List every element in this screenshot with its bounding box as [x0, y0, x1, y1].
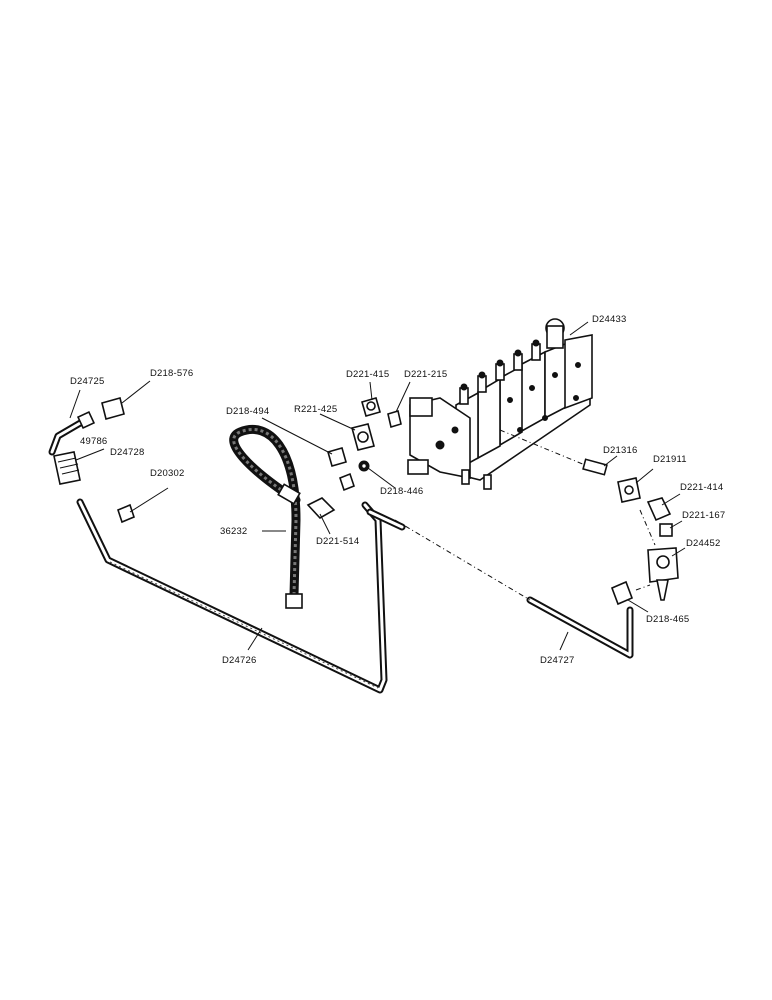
label-d221-415: D221-415	[346, 369, 389, 380]
fitting-d218-576	[101, 397, 125, 420]
label-d221-215: D221-215	[404, 369, 447, 380]
label-d24433: D24433	[592, 314, 626, 325]
label-d218-465: D218-465	[646, 614, 689, 625]
label-d221-414: D221-414	[680, 482, 723, 493]
control-valve-assembly	[407, 318, 593, 490]
label-d218-576: D218-576	[150, 368, 193, 379]
fitting-r221-425	[351, 423, 375, 451]
pipe-d24727	[366, 508, 634, 659]
part-labels: D24433 D221-415 D221-215 D24725 D218-576…	[70, 314, 725, 666]
label-d24728: D24728	[110, 447, 144, 458]
fitting-d221-167	[659, 523, 673, 537]
label-r221-425: R221-425	[294, 404, 337, 415]
label-d24452: D24452	[686, 538, 720, 549]
fitting-d24452	[647, 547, 679, 601]
label-d218-494: D218-494	[226, 406, 269, 417]
label-36232: 36232	[220, 526, 247, 537]
fitting-d218-446	[358, 460, 370, 472]
label-49786: 49786	[80, 436, 107, 447]
label-d21316: D21316	[603, 445, 637, 456]
label-d221-514: D221-514	[316, 536, 359, 547]
label-d24726: D24726	[222, 655, 256, 666]
fitting-d218-465	[610, 580, 634, 606]
fitting-d221-514	[306, 472, 355, 520]
fitting-d21316	[582, 458, 608, 476]
fitting-d221-415	[361, 397, 381, 417]
label-d24725: D24725	[70, 376, 104, 387]
label-d21911: D21911	[653, 454, 687, 465]
label-d218-446: D218-446	[380, 486, 423, 497]
hose-36232	[229, 424, 303, 609]
fitting-d221-414	[646, 497, 672, 522]
label-d221-167: D221-167	[682, 510, 725, 521]
fitting-d21911	[617, 477, 641, 503]
fitting-d221-215	[387, 409, 402, 429]
fitting-d20302	[117, 503, 135, 524]
label-d20302: D20302	[150, 468, 184, 479]
label-d24727: D24727	[540, 655, 574, 666]
coupling-d24728	[53, 451, 81, 485]
fitting-d218-494	[327, 447, 347, 467]
leader-lines	[69, 321, 686, 651]
assembly-centerlines	[394, 429, 656, 601]
elbow-d24725	[48, 410, 96, 456]
